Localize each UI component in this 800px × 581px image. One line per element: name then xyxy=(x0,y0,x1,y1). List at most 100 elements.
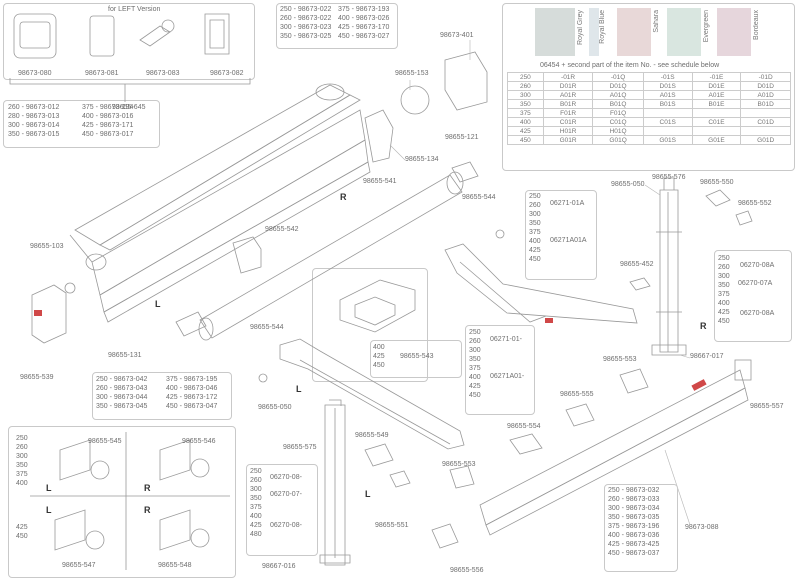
leg-left-frame xyxy=(246,464,318,556)
color-table-code: B01Q xyxy=(592,99,644,109)
swatch-label-evergreen: Evergreen xyxy=(703,10,710,43)
list-item: 425 xyxy=(529,247,541,254)
color-table-size: 350 xyxy=(507,99,544,109)
kit-letter-r2: R xyxy=(144,505,151,515)
kit-letter-r1: R xyxy=(144,483,151,493)
list-item: 350 xyxy=(718,282,730,289)
color-table-code: F01Q xyxy=(592,108,644,118)
label-98655-539: 98655-539 xyxy=(20,374,54,381)
top-list-frame xyxy=(276,3,398,49)
color-chart-note: 06454 + second part of the item No. - se… xyxy=(540,62,720,69)
label-98655-557: 98655-557 xyxy=(750,403,784,410)
small-table-frame xyxy=(312,268,428,382)
color-table-size: 375 xyxy=(507,108,544,118)
color-table-code: G01D xyxy=(740,135,791,145)
color-table-size: 450 xyxy=(507,135,544,145)
label-98655-555: 98655-555 xyxy=(560,391,594,398)
color-swatches: Royal Grey Royal Blue Sahara Evergreen B… xyxy=(535,8,793,60)
color-table-code: H01R xyxy=(542,126,594,136)
list-item: 450 xyxy=(529,256,541,263)
color-table-code: A01E xyxy=(691,90,742,100)
label-98655-050-b: 98655-050 xyxy=(258,404,292,411)
label-98655-544-b: 98655-544 xyxy=(250,324,284,331)
label-98655-452: 98655-452 xyxy=(620,261,654,268)
swatch-royal-grey xyxy=(535,8,575,56)
list-item: 350 xyxy=(250,495,262,502)
list-item: 400 xyxy=(718,300,730,307)
list-item: 300 xyxy=(529,211,541,218)
swatch-sahara xyxy=(617,8,651,56)
color-table-code xyxy=(691,126,742,136)
leg-left-code-a: 06270-08- xyxy=(270,474,302,481)
label-98655-549: 98655-549 xyxy=(355,432,389,439)
leg-right-frame xyxy=(714,250,792,342)
color-table-size: 250 xyxy=(507,72,544,82)
swatch-label-royal-grey: Royal Grey xyxy=(577,10,584,46)
label-98667-016: 98667-016 xyxy=(262,563,296,570)
part-label-080: 98673-080 xyxy=(18,70,52,77)
swatch-label-sahara: Sahara xyxy=(653,10,660,33)
list-item: 300 - 98673-034 xyxy=(608,505,660,512)
part-label-082: 98673-082 xyxy=(210,70,244,77)
label-98655-050-a: 98655-050 xyxy=(611,181,645,188)
label-98655-542: 98655-542 xyxy=(265,226,299,233)
color-table-code xyxy=(740,108,791,118)
color-table-code: B01D xyxy=(740,99,791,109)
color-table-code: G01R xyxy=(542,135,594,145)
label-98655-153: 98655-153 xyxy=(395,70,429,77)
label-98655-544-a: 98655-544 xyxy=(462,194,496,201)
list-item: 375 xyxy=(250,504,262,511)
color-table-code: B01R xyxy=(542,99,594,109)
color-table-code xyxy=(642,126,693,136)
kit-letter-l1: L xyxy=(46,483,52,493)
list-item: 425 xyxy=(718,309,730,316)
label-98655-552: 98655-552 xyxy=(738,200,772,207)
small-table-box xyxy=(370,340,462,378)
top-caption: for LEFT Version xyxy=(108,6,161,13)
label-98655-576: 98655-576 xyxy=(652,174,686,181)
leg-right-code-b: 06270-07A xyxy=(738,280,773,287)
color-table-code xyxy=(642,108,693,118)
part-label-081: 98673-081 xyxy=(85,70,119,77)
list-item: 260 xyxy=(529,202,541,209)
list-item: 400 xyxy=(250,513,262,520)
label-98655-541: 98655-541 xyxy=(363,178,397,185)
color-table-code: A01Q xyxy=(592,90,644,100)
label-98655-121: 98655-121 xyxy=(445,134,479,141)
color-table-code: B01S xyxy=(642,99,693,109)
color-table-code: G01S xyxy=(642,135,693,145)
arm-mid-code-b: 06271A01- xyxy=(490,373,525,380)
list-item: 400 - 98673-036 xyxy=(608,532,660,539)
arm-mid-code-a: 06271-01- xyxy=(490,336,522,343)
color-table-code: G01Q xyxy=(592,135,644,145)
color-table-code: C01R xyxy=(542,117,594,127)
label-98655-554: 98655-554 xyxy=(507,423,541,430)
label-98655-103: 98655-103 xyxy=(30,243,64,250)
color-table-size: 300 xyxy=(507,90,544,100)
list-item: 375 xyxy=(529,229,541,236)
bottom-right-list-frame xyxy=(604,484,678,572)
arm-mid-frame xyxy=(465,325,535,415)
leg-right-code-a: 06270-08A xyxy=(740,262,775,269)
label-98655-548: 98655-548 xyxy=(158,562,192,569)
list-item: 350 - 98673-035 xyxy=(608,514,660,521)
label-98667-017: 98667-017 xyxy=(690,353,724,360)
side-letter-l1: L xyxy=(155,299,161,309)
color-table-code: -01Q xyxy=(592,72,644,82)
bracket-label: 98655-645 xyxy=(112,104,146,111)
top-list-col1: 250 - 98673-022 260 - 98673-022 300 - 98… xyxy=(280,6,332,40)
color-chart-frame xyxy=(502,3,795,171)
list-item: 350 xyxy=(529,220,541,227)
small-table-code: 98655-543 xyxy=(400,353,434,360)
